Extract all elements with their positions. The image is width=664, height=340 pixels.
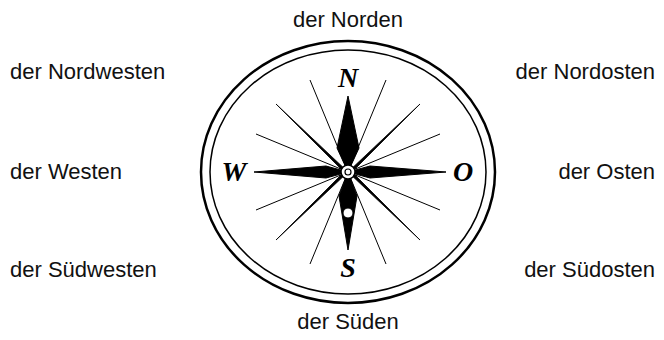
point-se (348, 172, 420, 240)
pivot-center (345, 169, 351, 175)
compass-letter: O (453, 157, 473, 188)
direction-label: der Süden (297, 310, 399, 334)
needle-dot (343, 208, 353, 218)
outer-ring (201, 41, 495, 303)
point-ne (348, 104, 420, 172)
direction-label: der Südosten (524, 258, 655, 282)
direction-label: der Nordwesten (10, 60, 165, 84)
ray (256, 172, 348, 210)
needle-south (339, 172, 357, 250)
direction-label: der Nordosten (516, 60, 655, 84)
point-sw (276, 172, 348, 240)
direction-label: der Südwesten (10, 258, 157, 282)
cardinal-points (254, 96, 446, 250)
compass-letter: W (222, 157, 247, 188)
direction-label: der Westen (10, 160, 122, 184)
compass-letter: N (338, 63, 358, 94)
point-nw (276, 104, 348, 172)
ray (348, 172, 440, 210)
point-west (254, 166, 348, 178)
point-east (348, 166, 446, 178)
inner-ring (210, 50, 486, 294)
ray (256, 134, 348, 172)
direction-label: der Norden (293, 8, 403, 32)
needle-north (337, 96, 359, 172)
compass-rings (201, 41, 495, 303)
pivot (341, 165, 355, 179)
ray (348, 134, 440, 172)
direction-label: der Osten (558, 160, 655, 184)
compass-letter: S (340, 253, 356, 284)
